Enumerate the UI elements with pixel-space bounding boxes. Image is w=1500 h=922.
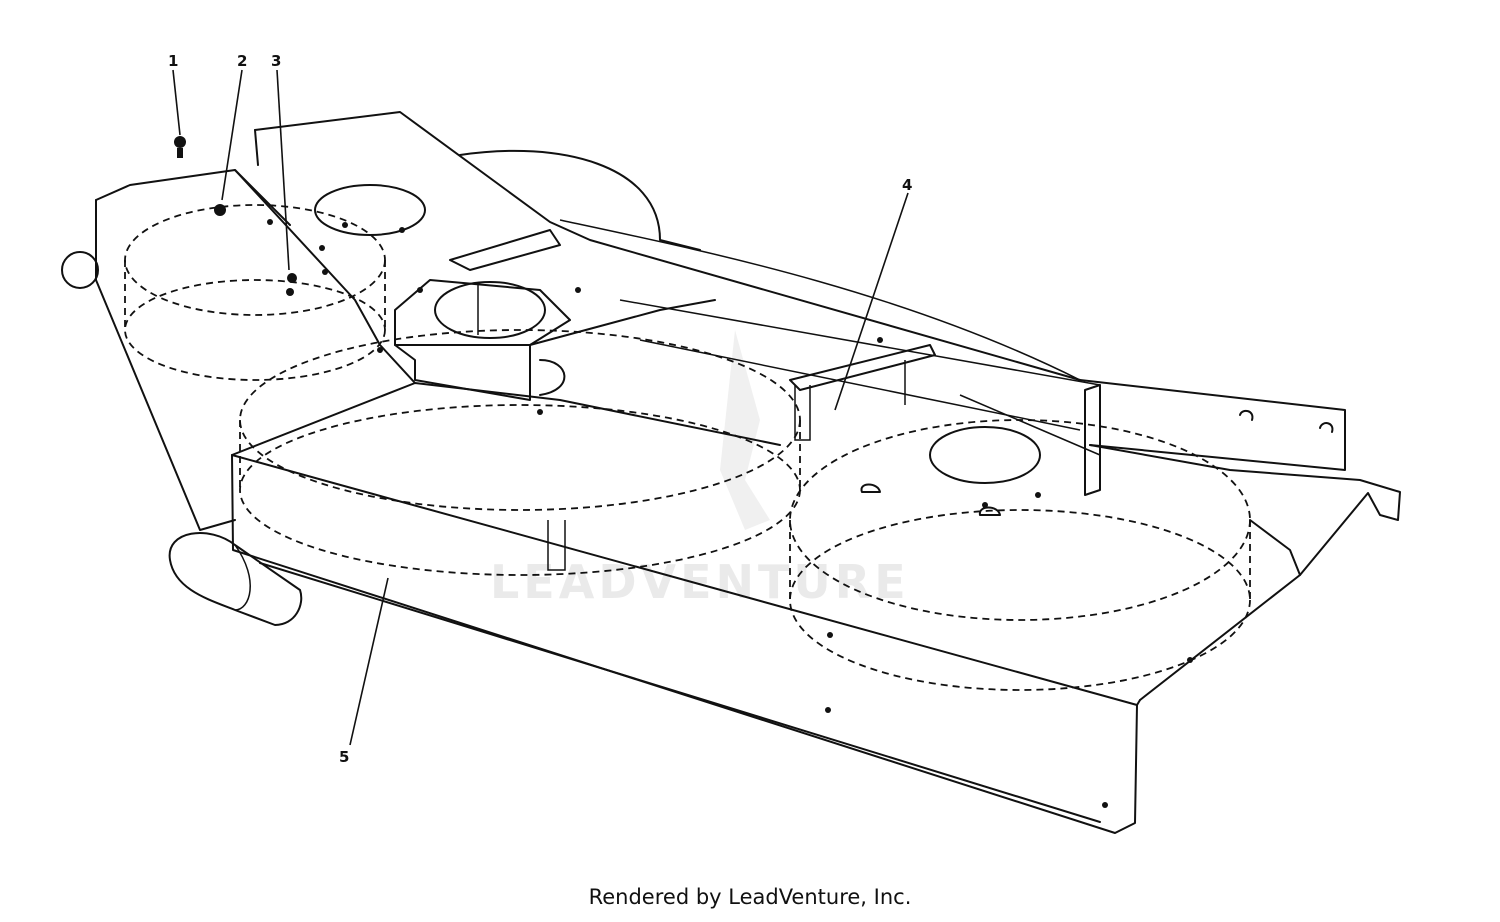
spindle-openings: [314, 184, 1041, 484]
housing-right-walls: [789, 520, 1251, 600]
deck-front-fold: [231, 454, 1138, 706]
front-skirt: [231, 454, 1141, 834]
right-deck-edge: [1139, 574, 1301, 701]
leader-1: [172, 69, 181, 136]
housing-left-top: [124, 204, 386, 316]
housing-left-bottom: [124, 279, 386, 381]
callout-3: 3: [271, 52, 281, 70]
chute-inner: [234, 544, 251, 611]
right-end-channel: [1089, 444, 1401, 576]
slot-hole-2: [978, 506, 1001, 516]
hanger-ring: [61, 251, 99, 289]
leader-5: [349, 577, 389, 746]
leader-2: [221, 69, 243, 201]
callout-5: 5: [339, 748, 349, 766]
right-post: [1084, 384, 1101, 496]
post-3: [794, 385, 811, 441]
blade-housings: [124, 204, 1251, 691]
slot-hole-4: [1319, 422, 1334, 433]
left-raised-edge: [234, 169, 416, 384]
slot-hole-1: [860, 483, 881, 493]
bracket-arm: [529, 299, 716, 346]
left-top-edge: [95, 169, 291, 226]
bolt-part-3: [286, 273, 297, 296]
bolt-part-1: [174, 136, 186, 158]
callout-4: 4: [902, 176, 912, 194]
right-rail: [1079, 379, 1346, 471]
nut-part-2: [214, 204, 226, 216]
watermark-text: LEADVENTURE: [490, 555, 910, 609]
post-2: [547, 520, 566, 571]
discharge-chute: [168, 532, 303, 626]
belt-line-upper: [619, 299, 1101, 386]
spindle-opening-left: [314, 184, 426, 236]
leader-3: [276, 69, 290, 271]
rear-shroud: [459, 149, 701, 251]
rear-top-edge: [254, 111, 1081, 381]
deck-housing: [61, 111, 1401, 834]
rear-corner: [254, 129, 259, 166]
fasteners: [174, 136, 297, 296]
watermark-logo-icon: [720, 330, 770, 530]
callout-2: 2: [237, 52, 247, 70]
belt-cover-line: [559, 219, 1081, 381]
watermark: LEADVENTURE: [490, 330, 910, 609]
belt-line-right: [959, 394, 1101, 456]
spindle-opening-center-lower: [539, 359, 566, 396]
leader-4: [834, 192, 909, 411]
footer-credit: Rendered by LeadVenture, Inc.: [588, 885, 912, 909]
center-bracket: [394, 279, 571, 401]
housing-right-bottom: [789, 509, 1251, 691]
left-side-panel: [95, 199, 236, 531]
right-strut: [789, 344, 936, 391]
bolt-holes: [267, 219, 1334, 808]
callout-1: 1: [168, 52, 178, 70]
spindle-opening-center: [434, 281, 546, 339]
callout-labels: 1 2 3 4 5: [168, 52, 912, 766]
housing-center-top: [239, 329, 801, 511]
deck-top-front-edge: [231, 382, 781, 456]
leader-lines: [172, 69, 909, 746]
cross-brace: [449, 229, 561, 271]
skirt-bottom-edge: [259, 562, 1101, 823]
spindle-opening-right: [929, 426, 1041, 484]
slot-hole-3: [1239, 409, 1254, 421]
housing-center-bottom: [239, 404, 801, 576]
